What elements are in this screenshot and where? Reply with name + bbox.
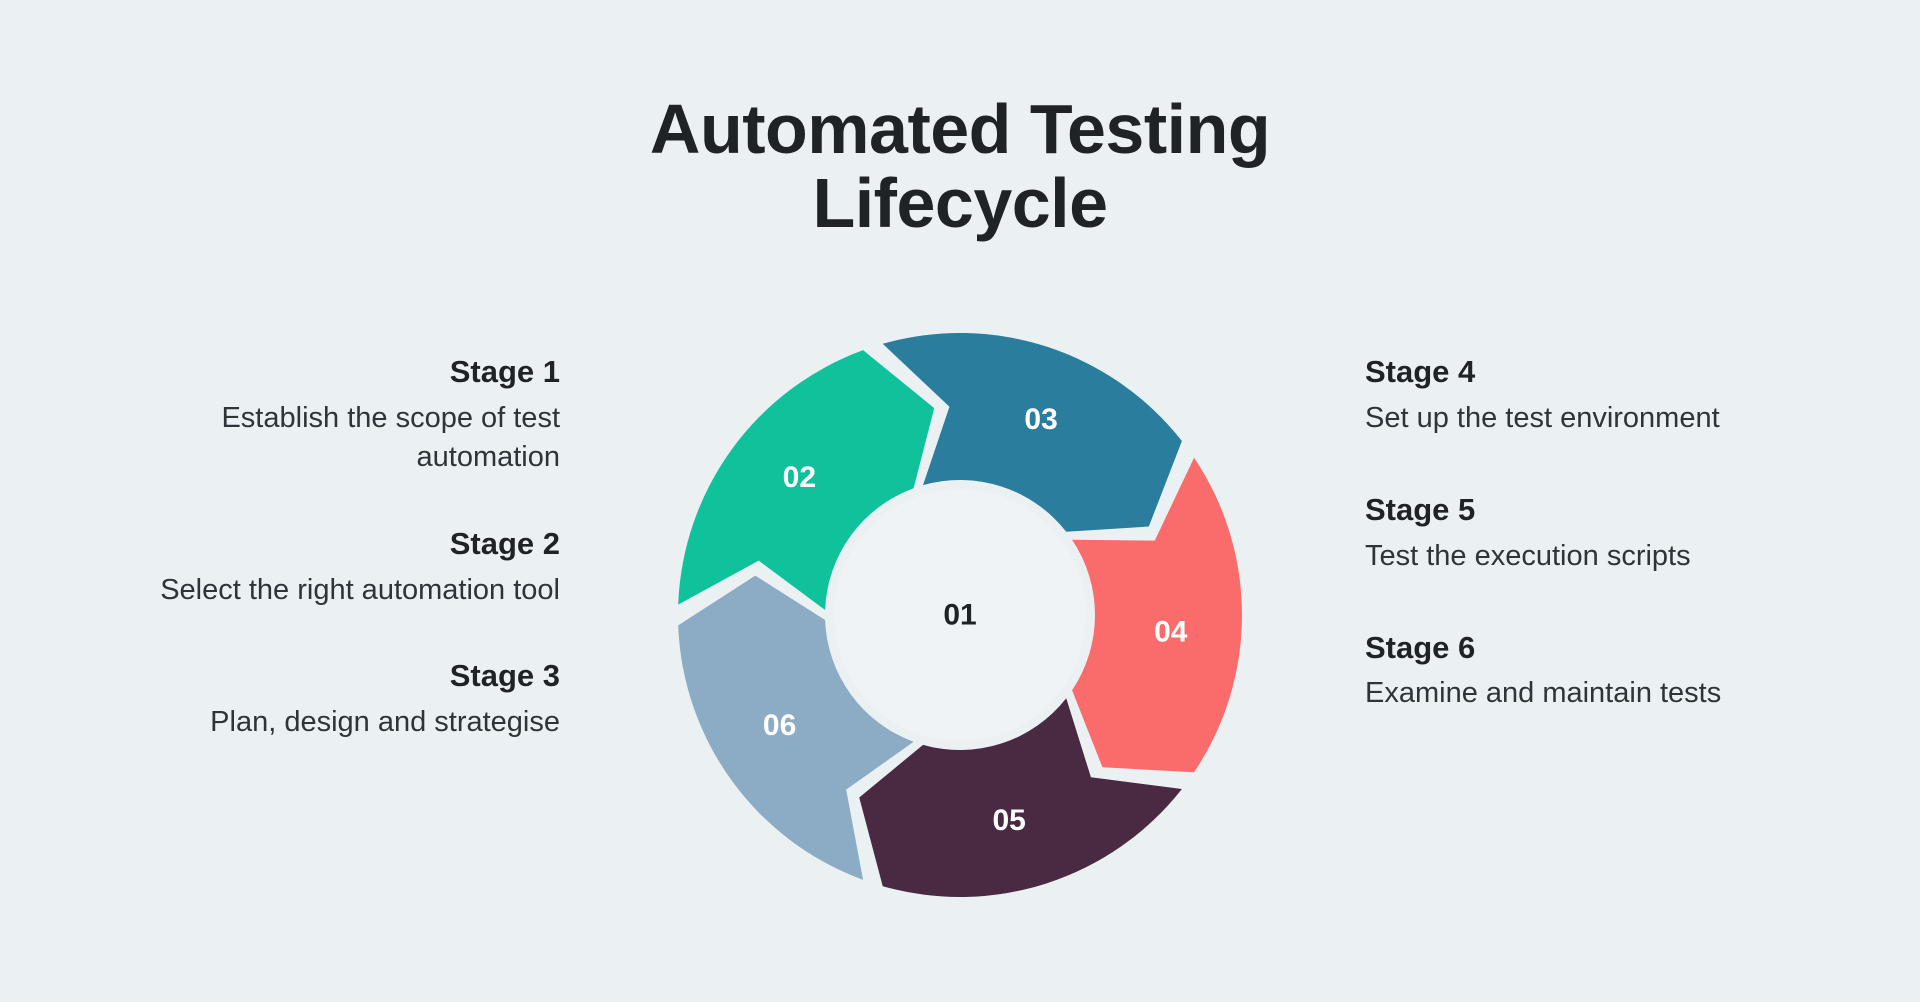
donut-segment-label-06: 06 <box>763 709 796 742</box>
stage-item-2: Stage 2 Select the right automation tool <box>130 524 560 610</box>
stage-2-heading: Stage 2 <box>449 525 560 561</box>
stage-4-heading: Stage 4 <box>1365 354 1476 389</box>
donut-segment-label-03: 03 <box>1024 403 1057 436</box>
stage-5-heading: Stage 5 <box>1365 491 1476 527</box>
page-title: Automated Testing Lifecycle <box>0 90 1920 243</box>
stage-1-description: Establish the scope of test automation <box>221 401 560 473</box>
stage-4-description: Set up the test environment <box>1365 401 1720 434</box>
stage-item-6: Stage 6 Examine and maintain tests <box>1365 628 1815 714</box>
donut-segments: 02 03 04 05 06 <box>678 332 1242 898</box>
lifecycle-donut-chart: 02 03 04 05 06 01 <box>678 332 1242 898</box>
stage-3-description: Plan, design and strategise <box>210 706 560 739</box>
donut-segment-02[interactable] <box>678 350 935 611</box>
donut-segment-06[interactable] <box>678 575 914 880</box>
stage-3-heading: Stage 3 <box>449 658 560 694</box>
stage-item-3: Stage 3 Plan, design and strategise <box>130 656 560 742</box>
donut-center-circle <box>834 489 1086 741</box>
stage-list-left: Stage 1 Establish the scope of test auto… <box>130 352 560 789</box>
stage-item-5: Stage 5 Test the execution scripts <box>1365 490 1815 576</box>
stage-6-heading: Stage 6 <box>1365 629 1476 665</box>
donut-segment-04[interactable] <box>1072 457 1242 773</box>
stage-6-description: Examine and maintain tests <box>1365 677 1722 710</box>
stage-5-description: Test the execution scripts <box>1365 539 1691 572</box>
donut-segment-label-02: 02 <box>783 461 816 494</box>
title-line-1: Automated Testing <box>649 90 1271 168</box>
donut-segment-05[interactable] <box>859 698 1182 898</box>
donut-segment-label-05: 05 <box>992 804 1025 837</box>
donut-segment-03[interactable] <box>882 332 1182 532</box>
stage-1-heading: Stage 1 <box>449 354 560 389</box>
title-line-2: Lifecycle <box>812 164 1108 243</box>
stage-item-1: Stage 1 Establish the scope of test auto… <box>130 352 560 477</box>
stage-2-description: Select the right automation tool <box>160 573 560 606</box>
donut-segment-label-04: 04 <box>1154 615 1188 648</box>
center-number-label: 01 <box>943 599 976 632</box>
stage-item-4: Stage 4 Set up the test environment <box>1365 352 1815 438</box>
stage-list-right: Stage 4 Set up the test environment Stag… <box>1365 352 1815 765</box>
